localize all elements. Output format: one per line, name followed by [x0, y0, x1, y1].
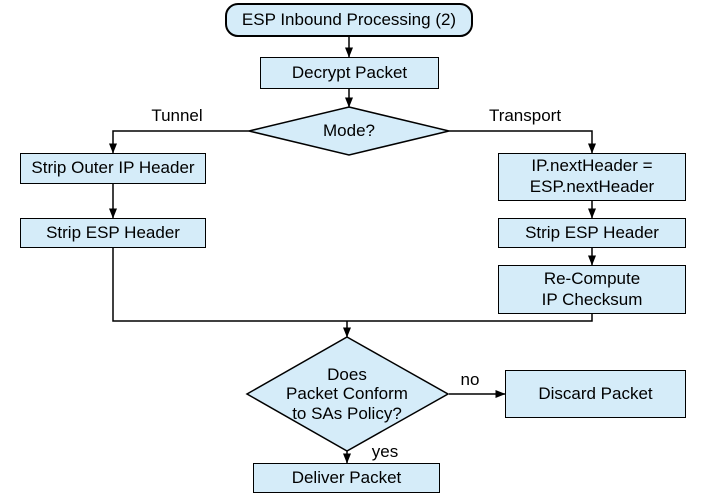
strip-esp-header-left-node: Strip ESP Header	[20, 218, 206, 248]
edge-mode-transport-branch	[449, 130, 596, 154]
decrypt-packet-node: Decrypt Packet	[260, 57, 439, 89]
recompute-ip-checksum-node: Re-Compute IP Checksum	[498, 265, 686, 314]
strip-esp-header-right-node: Strip ESP Header	[498, 218, 686, 248]
yes-branch-label: yes	[371, 442, 399, 461]
edge-mode-tunnel-branch	[109, 130, 249, 154]
deliver-packet-node: Deliver Packet	[253, 463, 440, 493]
mode-decision-shape	[248, 106, 450, 156]
transport-branch-label: Transport	[488, 106, 562, 125]
ip-nextheader-node: IP.nextHeader = ESP.nextHeader	[498, 153, 686, 201]
start-node: ESP Inbound Processing (2)	[225, 3, 473, 37]
conform-decision-shape	[245, 336, 450, 452]
strip-outer-ip-header-node: Strip Outer IP Header	[20, 153, 206, 184]
tunnel-branch-label: Tunnel	[151, 106, 203, 125]
edge-merge-left	[112, 247, 347, 322]
discard-packet-node: Discard Packet	[505, 370, 686, 418]
edge-merge-right	[347, 313, 593, 322]
no-branch-label: no	[460, 370, 480, 389]
